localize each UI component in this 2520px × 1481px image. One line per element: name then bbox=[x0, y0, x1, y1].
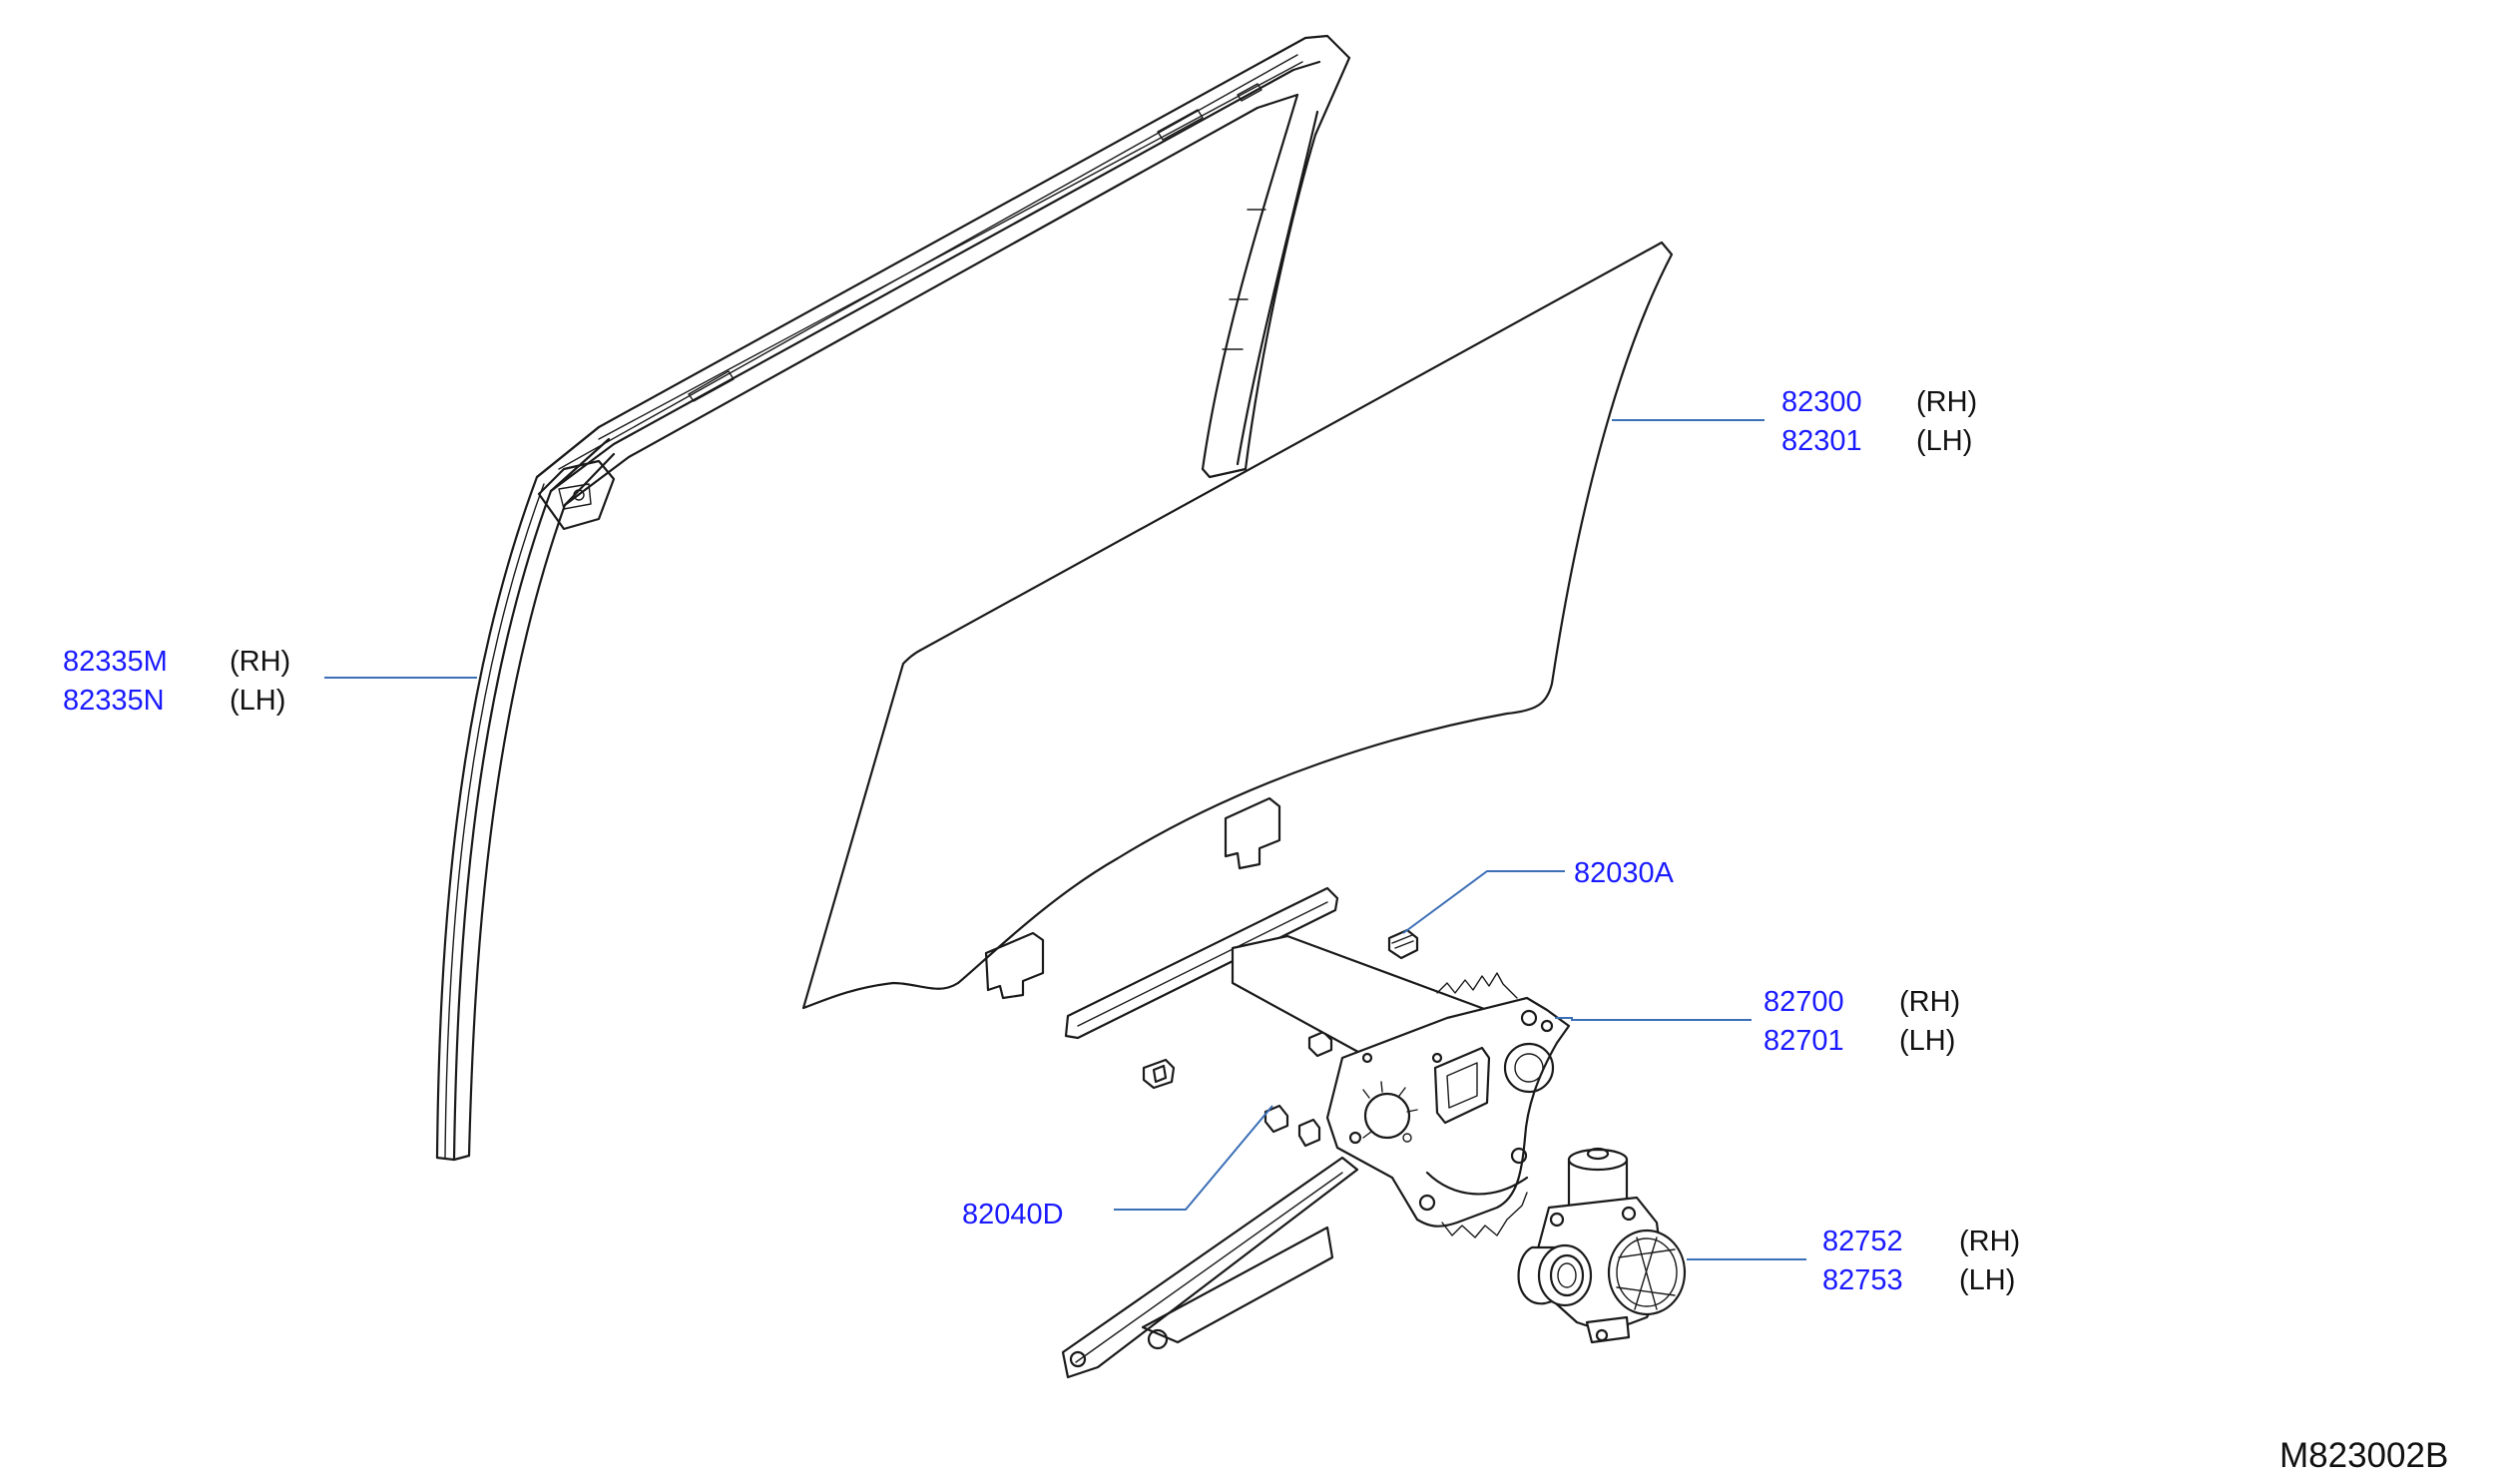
callout-motor: 82752 (RH) 82753 (LH) bbox=[1822, 1226, 2020, 1296]
callout-regulator: 82700 (RH) 82701 (LH) bbox=[1764, 986, 1960, 1057]
leader-regulator bbox=[1555, 1017, 1752, 1021]
part-number-82700[interactable]: 82700 bbox=[1764, 986, 1844, 1018]
leader-lines bbox=[324, 419, 1806, 1260]
callout-bolt: 82040D bbox=[962, 1199, 1064, 1231]
part-number-82030a[interactable]: 82030A bbox=[1574, 857, 1675, 889]
leader-nut bbox=[1402, 870, 1565, 934]
door-sash-channel[interactable] bbox=[435, 34, 1351, 1162]
window-motor[interactable] bbox=[1517, 1147, 1687, 1344]
part-number-82752[interactable]: 82752 bbox=[1822, 1226, 1903, 1257]
callout-nut: 82030A bbox=[1574, 857, 1675, 889]
window-regulator[interactable] bbox=[1061, 886, 1571, 1379]
nut-82030a[interactable] bbox=[1387, 928, 1419, 960]
side-label-lh: (LH) bbox=[1959, 1264, 2015, 1296]
side-label-rh: (RH) bbox=[1959, 1226, 2020, 1257]
side-label-lh: (LH) bbox=[1916, 425, 1972, 457]
side-label-rh: (RH) bbox=[1899, 986, 1960, 1018]
side-label-rh: (RH) bbox=[230, 646, 290, 678]
side-label-rh: (RH) bbox=[1916, 386, 1977, 418]
door-glass[interactable] bbox=[801, 241, 1674, 1010]
callout-glass: 82300 (RH) 82301 (LH) bbox=[1781, 386, 1977, 457]
bolts-82040d[interactable] bbox=[1142, 1030, 1333, 1148]
part-number-82300[interactable]: 82300 bbox=[1781, 386, 1862, 418]
part-number-82753[interactable]: 82753 bbox=[1822, 1264, 1903, 1296]
part-number-82040d[interactable]: 82040D bbox=[962, 1199, 1064, 1231]
side-label-lh: (LH) bbox=[1899, 1025, 1955, 1057]
part-number-82701[interactable]: 82701 bbox=[1764, 1025, 1844, 1057]
callout-sash: 82335M (RH) 82335N (LH) bbox=[63, 646, 290, 717]
part-number-82301[interactable]: 82301 bbox=[1781, 425, 1862, 457]
part-number-82335n[interactable]: 82335N bbox=[63, 685, 165, 717]
part-number-82335m[interactable]: 82335M bbox=[63, 646, 168, 678]
diagram-code: M823002B bbox=[2279, 1436, 2448, 1475]
leader-bolt bbox=[1114, 1105, 1273, 1211]
side-label-lh: (LH) bbox=[230, 685, 285, 717]
